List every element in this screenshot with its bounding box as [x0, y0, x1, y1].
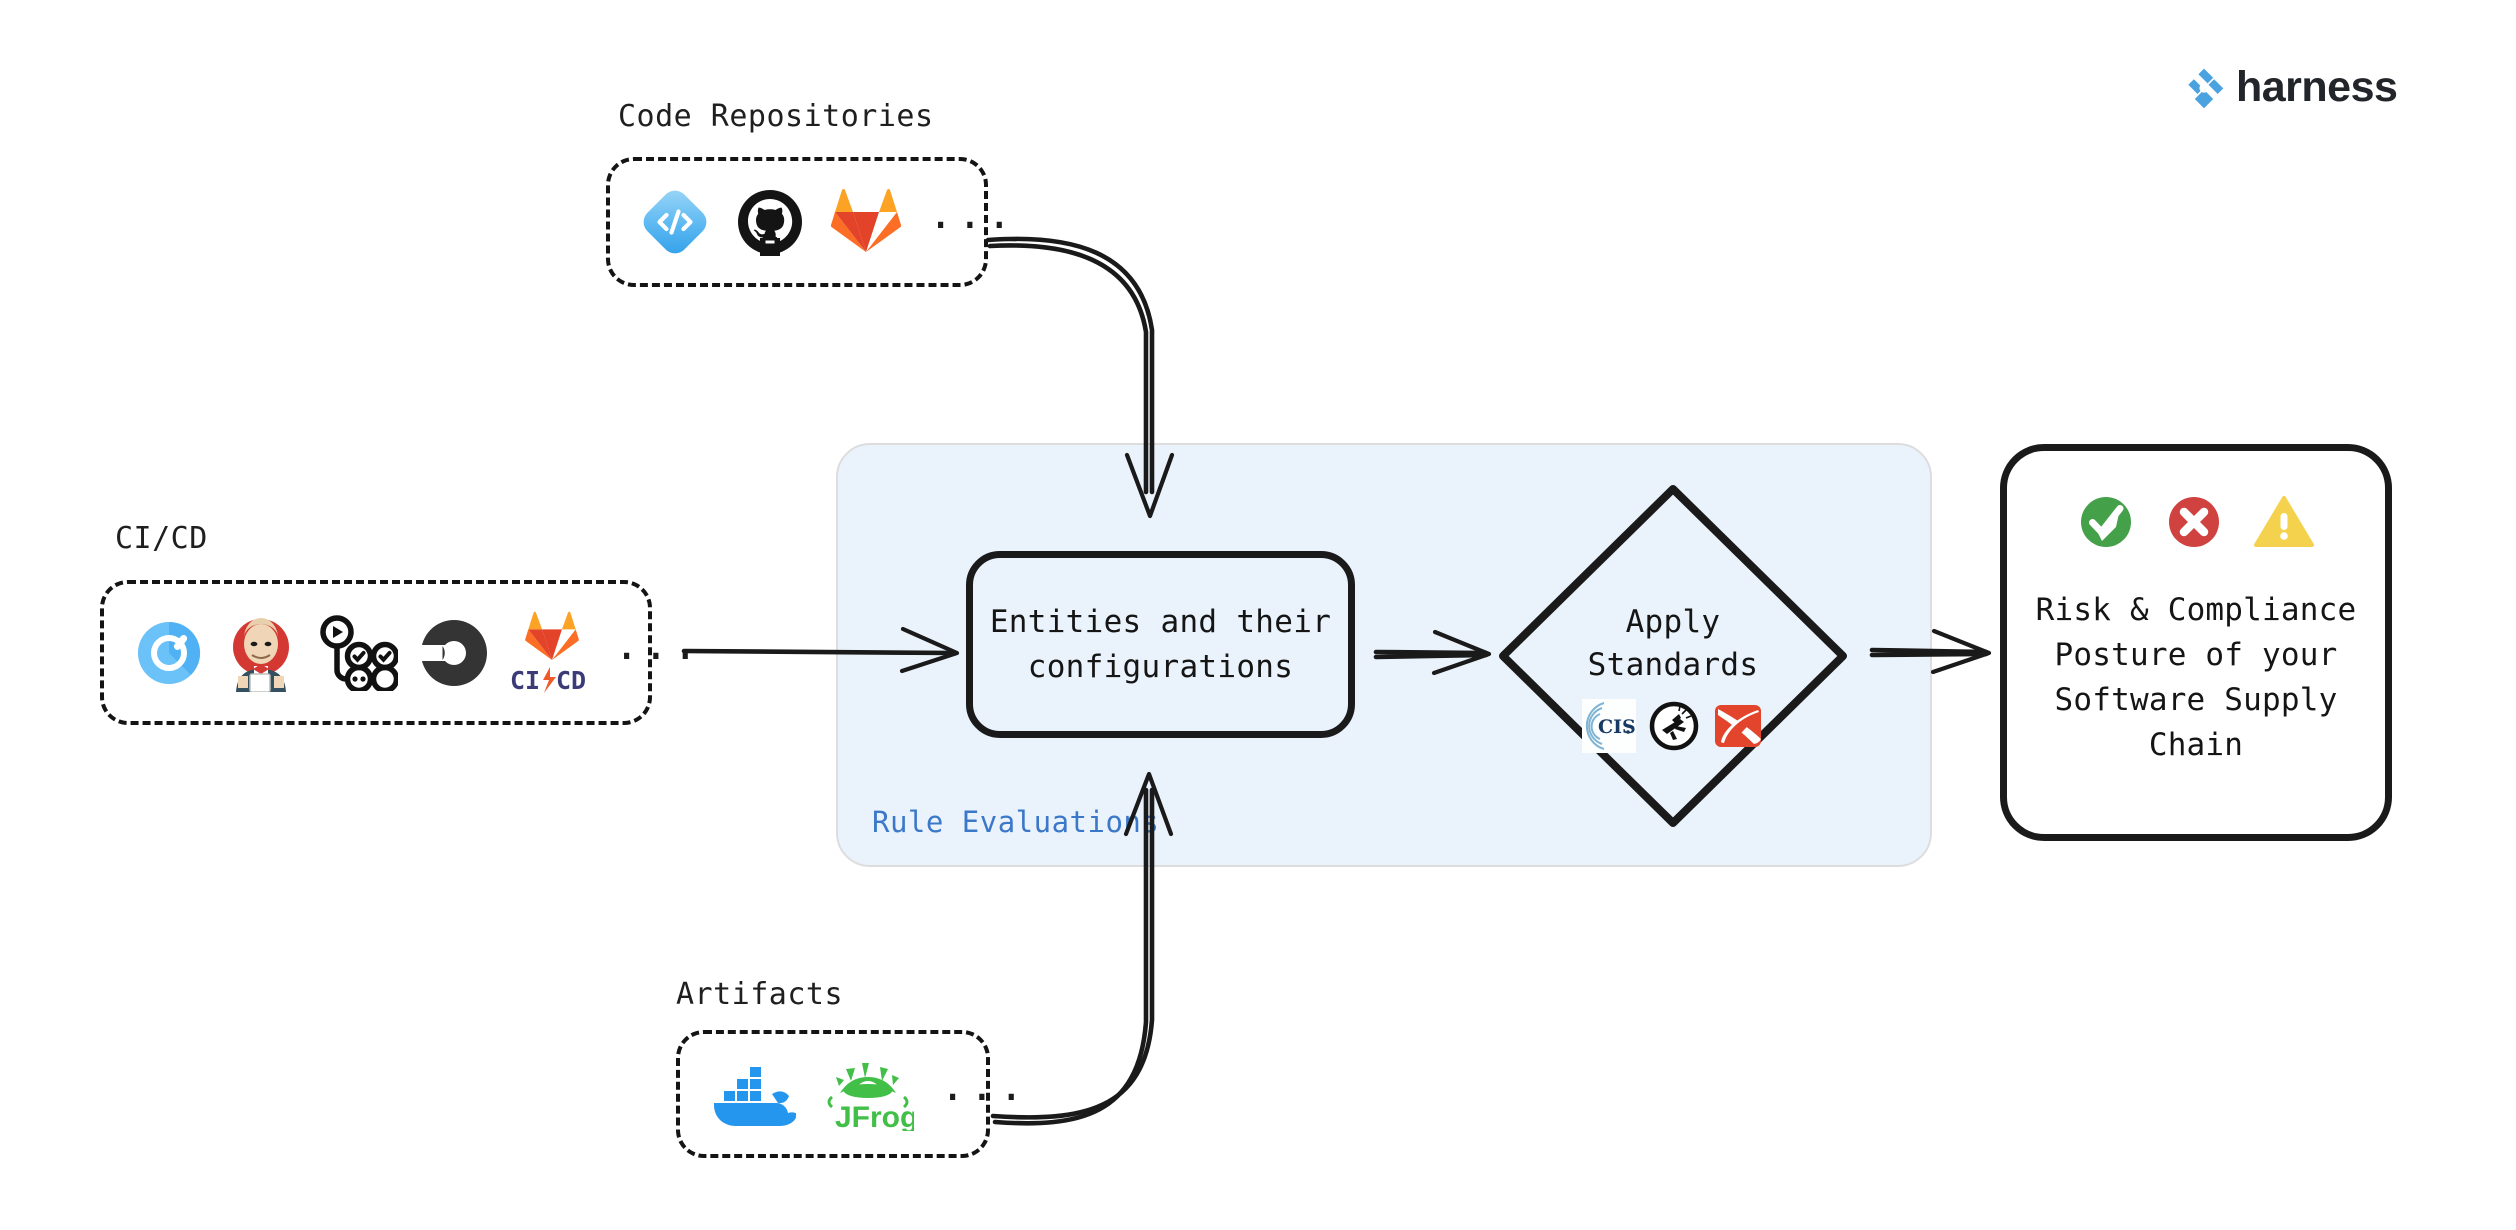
- slsa-icon: [1648, 700, 1700, 752]
- group-label-ci-cd: CI/CD: [115, 521, 208, 556]
- svg-text:CD: CD: [556, 666, 586, 695]
- outcome-node-label: Risk & Compliance Posture of your Softwa…: [2035, 592, 2357, 763]
- ci-cd-ellipsis: ...: [614, 619, 702, 669]
- circleci-icon: [418, 617, 490, 689]
- standards-icon-row: CIS: [1497, 698, 1849, 753]
- svg-text:CI: CI: [510, 666, 540, 695]
- github-icon: [736, 188, 804, 256]
- status-icon-row: [2078, 494, 2314, 550]
- docker-icon: [710, 1061, 796, 1127]
- error-circle-icon: [2166, 494, 2222, 550]
- entities-and-configurations-node: Entities and their configurations: [966, 551, 1355, 738]
- artifacts-ellipsis: ...: [940, 1061, 1028, 1111]
- gitlab-cicd-icon: CI CD: [510, 611, 594, 695]
- harness-diamond-logo-icon: [2182, 66, 2226, 110]
- owasp-icon: [1712, 700, 1764, 752]
- warning-triangle-icon: [2254, 495, 2314, 549]
- jenkins-icon: [224, 614, 298, 692]
- rule-evaluations-label: Rule Evaluations: [872, 805, 1160, 839]
- brand-name: harness: [2236, 63, 2398, 111]
- svg-text:CIS: CIS: [1598, 716, 1636, 738]
- group-box-code-repositories: ...: [606, 157, 1012, 287]
- cis-benchmarks-icon: CIS: [1582, 698, 1636, 753]
- code-repositories-ellipsis: ...: [928, 189, 1016, 239]
- apply-standards-label: Apply Standards: [1587, 604, 1759, 683]
- harness-code-icon: [640, 187, 710, 257]
- group-box-ci-cd: CI CD ...: [100, 580, 698, 725]
- gitlab-icon: [830, 188, 902, 256]
- harness-ci-icon: [134, 618, 204, 688]
- group-label-artifacts: Artifacts: [676, 977, 844, 1012]
- entities-node-label: Entities and their configurations: [989, 604, 1332, 685]
- github-actions-icon: [318, 614, 398, 691]
- harness-brand-logo: harness: [2182, 63, 2398, 112]
- apply-standards-node: Apply Standards CIS: [1497, 483, 1849, 829]
- risk-compliance-posture-node: Risk & Compliance Posture of your Softwa…: [2000, 444, 2392, 841]
- group-label-code-repositories: Code Repositories: [618, 99, 934, 134]
- group-box-artifacts: JFrog ...: [676, 1030, 1024, 1158]
- check-circle-icon: [2078, 494, 2134, 550]
- svg-text:JFrog: JFrog: [835, 1101, 914, 1131]
- jfrog-icon: JFrog: [822, 1057, 914, 1131]
